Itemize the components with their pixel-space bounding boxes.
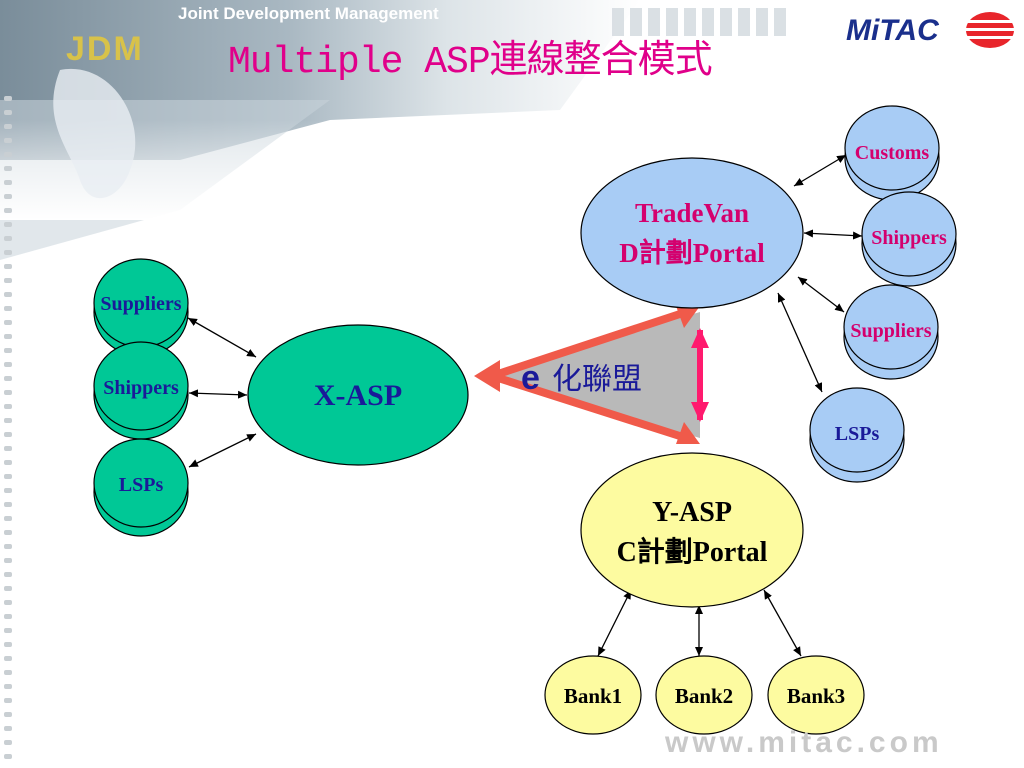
right-node-shippers: Shippers: [871, 227, 947, 249]
left-node-shippers: Shippers: [103, 377, 179, 399]
hub-tradevan: [580, 157, 804, 309]
x-asp-label: X-ASP: [314, 379, 402, 412]
ruler-tick: [4, 600, 12, 605]
tradevan-portal-label: D計劃Portal: [619, 237, 765, 268]
ruler-tick: [4, 376, 12, 381]
y-asp-label: Y-ASP: [652, 497, 732, 528]
right-node-suppliers: Suppliers: [850, 320, 931, 342]
ruler-tick: [4, 124, 12, 129]
ruler-tick: [4, 222, 12, 227]
right-node-customs: Customs: [855, 142, 930, 164]
header-subtitle: Joint Development Management: [178, 4, 439, 23]
mitac-logo-icon: [966, 12, 1014, 48]
bank-nodes: [544, 655, 865, 735]
left-ruler-decoration: [4, 96, 12, 759]
ruler-tick: [4, 460, 12, 465]
ruler-tick: [4, 516, 12, 521]
y-asp-portal-label: C計劃Portal: [617, 535, 768, 568]
alliance-text-label: 化聯盟: [552, 362, 642, 397]
arrow-topright-icon: [676, 306, 700, 328]
arrow-left-icon: [474, 360, 500, 392]
ruler-tick: [4, 726, 12, 731]
ruler-tick: [4, 754, 12, 759]
ruler-tick: [4, 698, 12, 703]
ruler-tick: [4, 138, 12, 143]
ruler-tick: [4, 474, 12, 479]
ruler-tick: [4, 152, 12, 157]
ruler-tick: [4, 614, 12, 619]
brand-logo: MiTAC: [846, 14, 939, 47]
bank3-label: Bank3: [787, 684, 845, 708]
ruler-tick: [4, 628, 12, 633]
ruler-tick: [4, 96, 12, 101]
ruler-tick: [4, 740, 12, 745]
ruler-tick: [4, 278, 12, 283]
header-banner: [0, 0, 786, 260]
ruler-tick: [4, 446, 12, 451]
alliance-label: e 化聯盟: [521, 359, 642, 397]
ruler-tick: [4, 642, 12, 647]
ruler-tick: [4, 670, 12, 675]
bank2-label: Bank2: [675, 684, 733, 708]
ruler-tick: [4, 390, 12, 395]
ruler-tick: [4, 236, 12, 241]
left-nodes: [93, 258, 189, 537]
ruler-tick: [4, 684, 12, 689]
ruler-tick: [4, 306, 12, 311]
footer-url: www.mitac.com: [665, 726, 943, 759]
ruler-tick: [4, 348, 12, 353]
ruler-tick: [4, 544, 12, 549]
ruler-tick: [4, 530, 12, 535]
right-node-lsps: LSPs: [835, 423, 880, 445]
alliance-triangle: [474, 306, 709, 444]
bank1-label: Bank1: [564, 684, 622, 708]
ruler-tick: [4, 404, 12, 409]
tradevan-label: TradeVan: [635, 198, 749, 228]
ruler-tick: [4, 586, 12, 591]
jdm-logo: JDM: [66, 30, 144, 68]
ruler-tick: [4, 166, 12, 171]
page-title: Multiple ASP連線整合模式: [228, 41, 713, 84]
ruler-tick: [4, 250, 12, 255]
ruler-tick: [4, 264, 12, 269]
ruler-tick: [4, 110, 12, 115]
ruler-tick: [4, 558, 12, 563]
ruler-tick: [4, 362, 12, 367]
ruler-tick: [4, 208, 12, 213]
ruler-tick: [4, 180, 12, 185]
hub-y-asp: [580, 452, 804, 608]
ruler-tick: [4, 432, 12, 437]
ruler-tick: [4, 712, 12, 717]
ruler-tick: [4, 292, 12, 297]
left-node-suppliers: Suppliers: [100, 293, 181, 315]
ruler-tick: [4, 320, 12, 325]
connector-arrows: [187, 154, 863, 657]
ruler-tick: [4, 194, 12, 199]
ruler-tick: [4, 334, 12, 339]
alliance-e-label: e: [521, 359, 540, 397]
ruler-tick: [4, 656, 12, 661]
left-node-lsps: LSPs: [119, 474, 164, 496]
ruler-tick: [4, 418, 12, 423]
ruler-tick: [4, 502, 12, 507]
hub-x-asp: [247, 324, 469, 466]
ruler-tick: [4, 488, 12, 493]
ruler-tick: [4, 572, 12, 577]
arrow-bottomright-icon: [676, 422, 700, 444]
right-nodes: [809, 105, 957, 483]
